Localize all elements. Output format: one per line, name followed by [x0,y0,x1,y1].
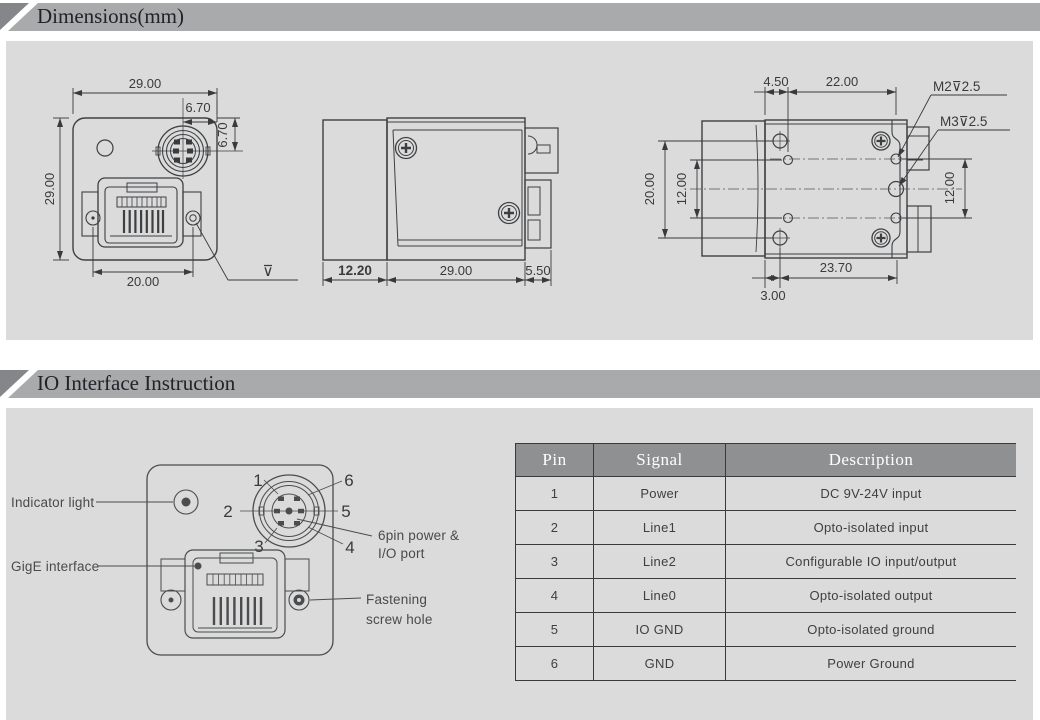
cell-description: Opto-isolated input [725,510,1016,545]
side-screws [394,136,521,225]
dim-front-offset-y: 6.70 [215,122,230,147]
cell-pin: 2 [515,510,594,545]
col-header-pin: Pin [515,443,594,477]
top-view-drawing: 4.50 22.00 M2⊽2.5 M3⊽2.5 20.00 12.00 12.… [642,74,1010,303]
dim-side-lens: 12.20 [338,263,372,278]
top-mount-holes [770,131,905,248]
pin-1: 1 [253,471,262,490]
dim-top-hole-span: 22.00 [826,74,859,89]
dim-front-top-width: 29.00 [129,76,162,91]
table-row: 2 Line1 Opto-isolated input [515,510,1016,545]
indicator-light-label: Indicator light [11,495,94,510]
section-slash-icon [0,370,38,398]
col-header-description: Description [725,443,1016,477]
depth-symbol: ⊽ [263,263,274,280]
camera-side-body [322,117,526,261]
cell-description: Opto-isolated ground [725,612,1016,647]
dim-top-inner-left: 12.00 [674,173,689,206]
cell-signal: Line0 [593,578,726,613]
side-view-drawing: 12.20 29.00 5.50 [322,117,559,286]
power-connector-front [152,98,243,179]
dim-top-edge-offset: 4.50 [763,74,788,89]
indicator-light [173,489,199,515]
pin-table-header-row: Pin Signal Description [515,443,1016,477]
cell-signal: Line1 [593,510,726,545]
power-port-label-2: I/O port [378,546,425,561]
table-row: 6 GND Power Ground [515,646,1016,681]
section-slash-icon [0,3,38,31]
front-dimensions [53,88,298,281]
dim-side-body: 29.00 [440,263,473,278]
pin-5: 5 [341,502,350,521]
rj45-rear [160,549,310,639]
cell-description: Power Ground [725,646,1016,681]
table-row: 3 Line2 Configurable IO input/output [515,544,1016,579]
power-port-label-1: 6pin power & [378,528,459,543]
cell-pin: 1 [515,476,594,511]
dimensions-section-header: Dimensions(mm) [0,3,1040,31]
dim-front-bottom-width: 20.00 [127,274,160,289]
front-dimension-labels: 29.00 6.70 6.70 29.00 20.00 ⊽ [42,76,273,289]
thread-callout-m3: M3⊽2.5 [940,114,987,129]
top-dimension-labels: 4.50 22.00 M2⊽2.5 M3⊽2.5 20.00 12.00 12.… [642,74,987,303]
cell-pin: 6 [515,646,594,681]
camera-front-body [72,117,218,261]
pin-table: Pin Signal Description 1 Power DC 9V-24V… [515,443,1016,681]
dim-top-edge-bottom: 3.00 [760,288,785,303]
cell-pin: 3 [515,544,594,579]
cell-signal: Line2 [593,544,726,579]
io-diagram: 1 6 2 5 3 4 Ind [11,464,459,656]
gige-interface-label: GigE interface [11,559,99,574]
cell-pin: 5 [515,612,594,647]
fastening-screw-label-1: Fastening [366,592,427,607]
side-dimension-labels: 12.20 29.00 5.50 [338,263,551,278]
dimensions-title: Dimensions(mm) [37,4,184,28]
callout-leaders [96,501,373,601]
io-title: IO Interface Instruction [37,371,236,395]
dim-side-rear: 5.50 [525,263,550,278]
dim-front-left-height: 29.00 [42,173,57,206]
io-labels: Indicator light GigE interface 6pin powe… [11,495,459,627]
fastening-screw-label-2: screw hole [366,612,433,627]
cell-signal: Power [593,476,726,511]
indicator-light-hole [96,139,114,157]
camera-rear-body [146,464,334,656]
dim-top-outer-left: 20.00 [642,173,657,206]
dim-top-inner-right: 12.00 [942,172,957,205]
top-centerlines [690,158,962,219]
pin-3: 3 [254,537,263,556]
top-rear-connectors [906,126,932,253]
top-dimensions [658,87,1010,288]
rj45-front [81,177,202,248]
gige-leader-dot [194,562,202,570]
table-row: 4 Line0 Opto-isolated output [515,578,1016,613]
col-header-signal: Signal [593,443,726,477]
dim-front-offset-x: 6.70 [185,100,210,115]
table-row: 5 IO GND Opto-isolated ground [515,612,1016,647]
cell-pin: 4 [515,578,594,613]
cell-description: DC 9V-24V input [725,476,1016,511]
table-row: 1 Power DC 9V-24V input [515,476,1016,511]
cell-signal: IO GND [593,612,726,647]
front-view-drawing: 29.00 6.70 6.70 29.00 20.00 ⊽ [42,76,298,289]
io-section-header: IO Interface Instruction [0,370,1040,398]
pin-numbers: 1 6 2 5 3 4 [223,471,354,557]
cell-description: Opto-isolated output [725,578,1016,613]
dim-top-bottom-span: 23.70 [820,260,853,275]
pin-6: 6 [344,471,353,490]
cell-signal: GND [593,646,726,681]
thread-callout-m2: M2⊽2.5 [933,79,980,94]
cell-description: Configurable IO input/output [725,544,1016,579]
power-connector-rear [240,474,344,548]
pin-2: 2 [223,502,232,521]
side-rear-connectors [524,127,559,249]
side-dimensions [322,250,552,286]
pin-4: 4 [345,538,354,557]
